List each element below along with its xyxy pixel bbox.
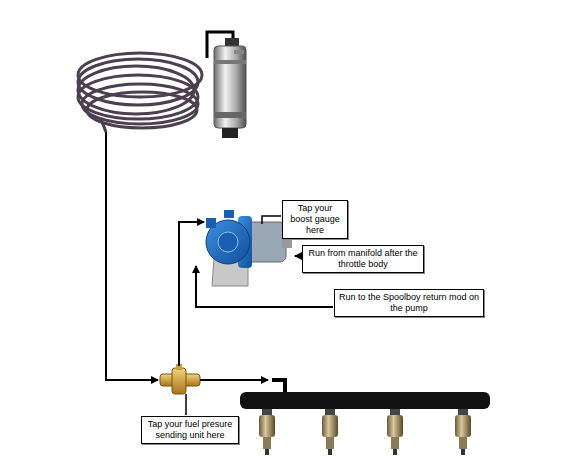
callout-box: Tap your fuel presure sending unit here bbox=[141, 416, 239, 444]
callout-box: Run to the Spoolboy return mod on the pu… bbox=[334, 289, 484, 317]
fuel-pressure-regulator bbox=[206, 210, 292, 286]
callout-box: Tap your boost gauge here bbox=[282, 200, 348, 239]
fuel-hose-coil bbox=[78, 53, 202, 132]
rail-inlet bbox=[272, 380, 285, 393]
regulator-feed-line bbox=[179, 222, 204, 366]
vacuum-line bbox=[295, 255, 301, 257]
callout-text: Run to the Spoolboy return mod on the pu… bbox=[338, 292, 480, 314]
fuel-rail bbox=[240, 392, 490, 409]
rail-feed-line bbox=[200, 379, 268, 381]
leader-line bbox=[262, 216, 281, 224]
callout-text: Run from manifold after the throttle bod… bbox=[306, 248, 420, 270]
tee-fitting bbox=[160, 364, 200, 394]
callout-text: Tap your fuel presure sending unit here bbox=[145, 419, 235, 441]
callout-text: Tap your boost gauge here bbox=[286, 203, 344, 236]
supply-line bbox=[106, 132, 158, 380]
fuel-pump bbox=[207, 32, 246, 138]
callout-box: Run from manifold after the throttle bod… bbox=[302, 245, 424, 273]
fuel-injectors bbox=[259, 409, 471, 455]
leader-line bbox=[185, 394, 187, 415]
